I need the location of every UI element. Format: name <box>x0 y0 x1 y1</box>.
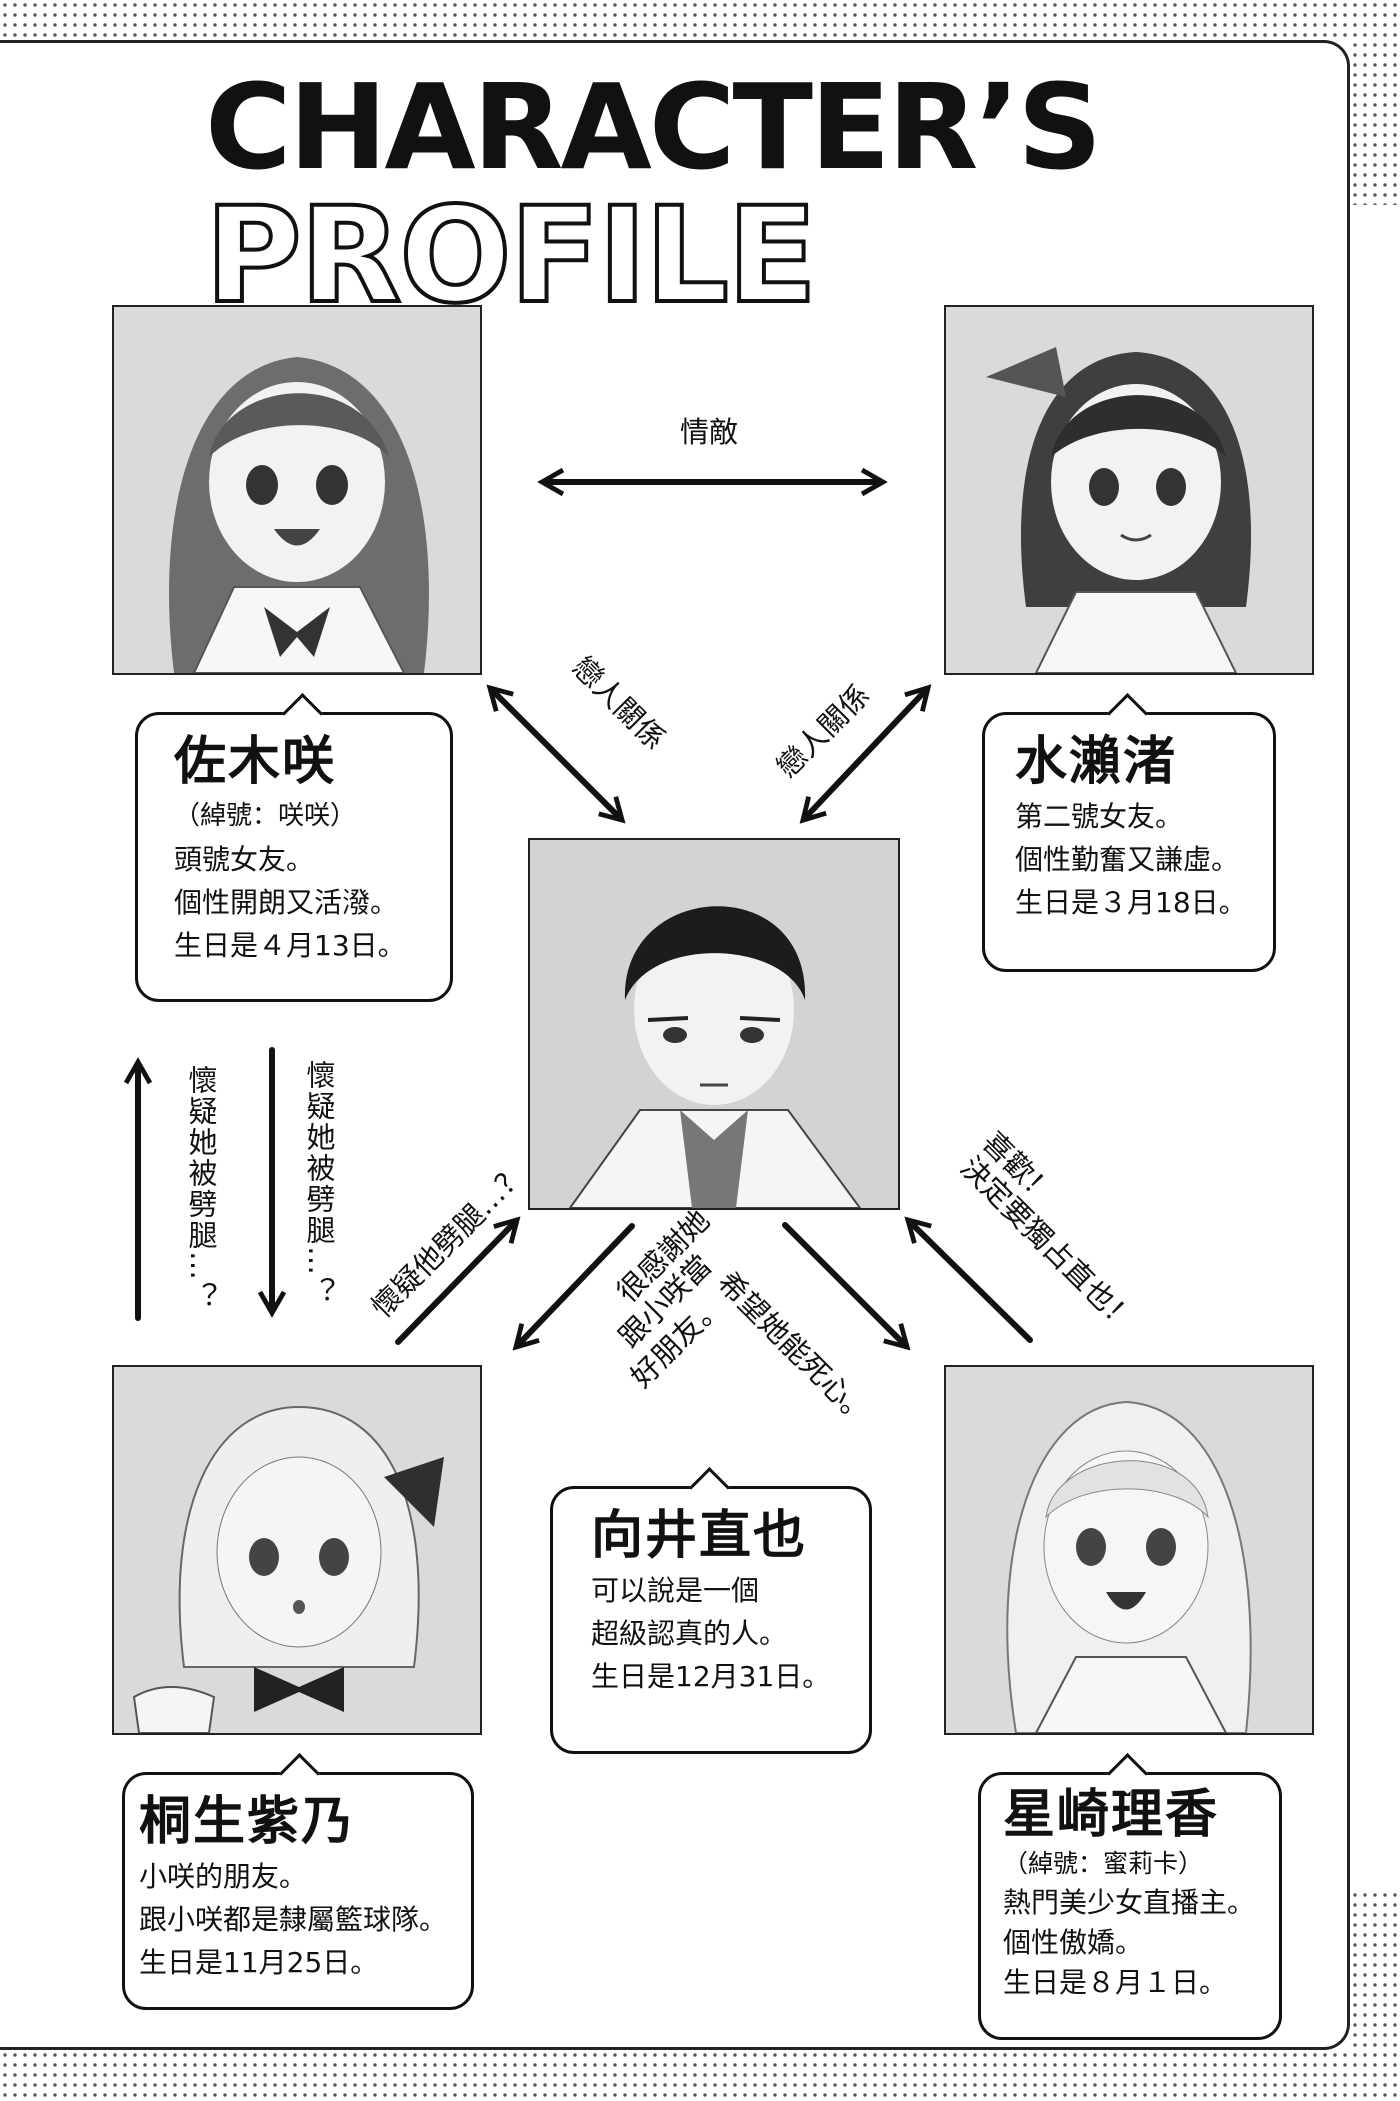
arrow-naoya-to-rika <box>785 1225 905 1345</box>
nagisa-line-3: 生日是３月18日。 <box>1015 881 1255 924</box>
naoya-line-2: 超級認真的人。 <box>591 1612 851 1655</box>
rika-line-2: 熱門美少女直播主。 <box>1003 1883 1265 1923</box>
rika-line-1: （綽號：蜜莉卡） <box>1003 1845 1265 1883</box>
saki-line-2: 頭號女友。 <box>174 838 432 881</box>
naoya-line-1: 可以說是一個 <box>591 1569 851 1612</box>
shino-line-2: 跟小咲都是隸屬籃球隊。 <box>139 1898 453 1941</box>
name-rika: 星崎理香 <box>1003 1785 1265 1845</box>
label-rivals: 情敵 <box>680 415 738 449</box>
rika-line-3: 個性傲嬌。 <box>1003 1923 1265 1963</box>
saki-line-1: （綽號：咲咲） <box>174 795 432 838</box>
nagisa-line-2: 個性勤奮又謙虛。 <box>1015 838 1255 881</box>
name-naoya: 向井直也 <box>591 1503 851 1569</box>
label-saki-suspicion: 懷疑她被劈腿…？ <box>184 1065 218 1313</box>
nagisa-line-1: 第二號女友。 <box>1015 795 1255 838</box>
profile-naoya: 向井直也 可以說是一個 超級認真的人。 生日是12月31日。 <box>550 1486 872 1754</box>
name-shino: 桐生紫乃 <box>139 1789 453 1855</box>
name-saki: 佐木咲 <box>174 729 432 795</box>
profile-saki: 佐木咲 （綽號：咲咲） 頭號女友。 個性開朗又活潑。 生日是４月13日。 <box>135 712 453 1002</box>
profile-shino: 桐生紫乃 小咲的朋友。 跟小咲都是隸屬籃球隊。 生日是11月25日。 <box>122 1772 474 2010</box>
shino-line-3: 生日是11月25日。 <box>139 1941 453 1984</box>
shino-line-1: 小咲的朋友。 <box>139 1855 453 1898</box>
arrow-rika-to-naoya <box>910 1222 1030 1340</box>
naoya-line-3: 生日是12月31日。 <box>591 1655 851 1698</box>
saki-line-4: 生日是４月13日。 <box>174 924 432 967</box>
profile-rika: 星崎理香 （綽號：蜜莉卡） 熱門美少女直播主。 個性傲嬌。 生日是８月１日。 <box>978 1772 1282 2040</box>
name-nagisa: 水瀨渚 <box>1015 729 1255 795</box>
label-shino-to-saki: 懷疑她被劈腿…？ <box>302 1060 336 1308</box>
saki-line-3: 個性開朗又活潑。 <box>174 881 432 924</box>
profile-nagisa: 水瀨渚 第二號女友。 個性勤奮又謙虛。 生日是３月18日。 <box>982 712 1276 972</box>
rika-line-4: 生日是８月１日。 <box>1003 1963 1265 2003</box>
